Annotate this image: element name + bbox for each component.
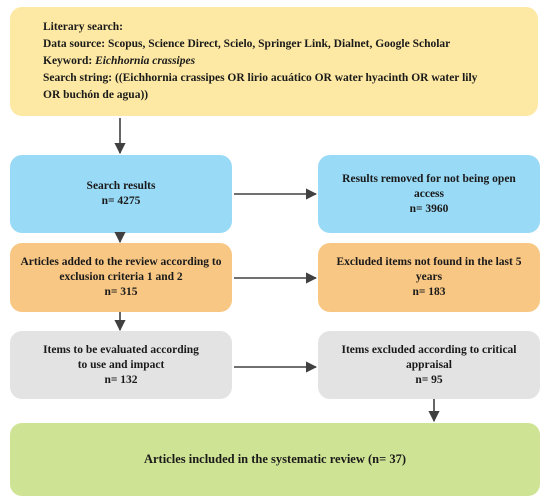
removed-open-access-label-1: Results removed for not being open xyxy=(342,172,516,185)
search-results-count: n= 4275 xyxy=(101,195,141,207)
items-evaluated-label-1: Items to be evaluated according xyxy=(43,343,199,356)
keyword-value: Eichhornia crassipes xyxy=(95,55,196,67)
final-included-label: Articles included in the systematic revi… xyxy=(143,452,407,466)
search-results-label: Search results xyxy=(86,180,156,192)
items-evaluated-label-2: to use and impact xyxy=(77,358,165,371)
excluded-last-5-years-label-2: years xyxy=(415,271,443,283)
items-evaluated-box: Items to be evaluated according to use a… xyxy=(10,331,232,399)
articles-added-label-1: Articles added to the review according t… xyxy=(20,256,222,268)
final-included-box: Articles included in the systematic revi… xyxy=(10,423,540,496)
excluded-critical-appraisal-label-1: Items excluded according to critical xyxy=(341,343,517,356)
search-string-line-1: Search string: ((Eichhornia crassipes OR… xyxy=(43,72,478,84)
search-title: Literary search: xyxy=(43,21,123,33)
excluded-critical-appraisal-box: Items excluded according to critical app… xyxy=(318,331,540,399)
keyword-label: Keyword: xyxy=(43,55,93,67)
excluded-last-5-years-label-1: Excluded items not found in the last 5 xyxy=(336,256,522,268)
excluded-last-5-years-count: n= 183 xyxy=(412,286,446,298)
search-string-line-2: OR buchón de agua)) xyxy=(43,89,149,101)
articles-added-box: Articles added to the review according t… xyxy=(10,243,232,312)
excluded-last-5-years-box: Excluded items not found in the last 5 y… xyxy=(318,243,540,312)
keyword-row: Keyword: Eichhornia crassipes xyxy=(43,53,538,70)
articles-added-count: n= 315 xyxy=(104,286,138,298)
articles-added-label-2: exclusion criteria 1 and 2 xyxy=(59,271,183,283)
search-results-box: Search results n= 4275 xyxy=(10,155,232,233)
data-source-text: Data source: Scopus, Science Direct, Sci… xyxy=(43,38,451,50)
removed-open-access-box: Results removed for not being open acces… xyxy=(318,155,540,233)
excluded-critical-appraisal-label-2: appraisal xyxy=(405,358,452,371)
items-evaluated-count: n= 132 xyxy=(104,373,138,386)
removed-open-access-count: n= 3960 xyxy=(409,202,449,215)
removed-open-access-label-2: access xyxy=(413,187,444,200)
excluded-critical-appraisal-count: n= 95 xyxy=(415,373,443,386)
search-strategy-box: Literary search: Data source: Scopus, Sc… xyxy=(10,7,538,116)
